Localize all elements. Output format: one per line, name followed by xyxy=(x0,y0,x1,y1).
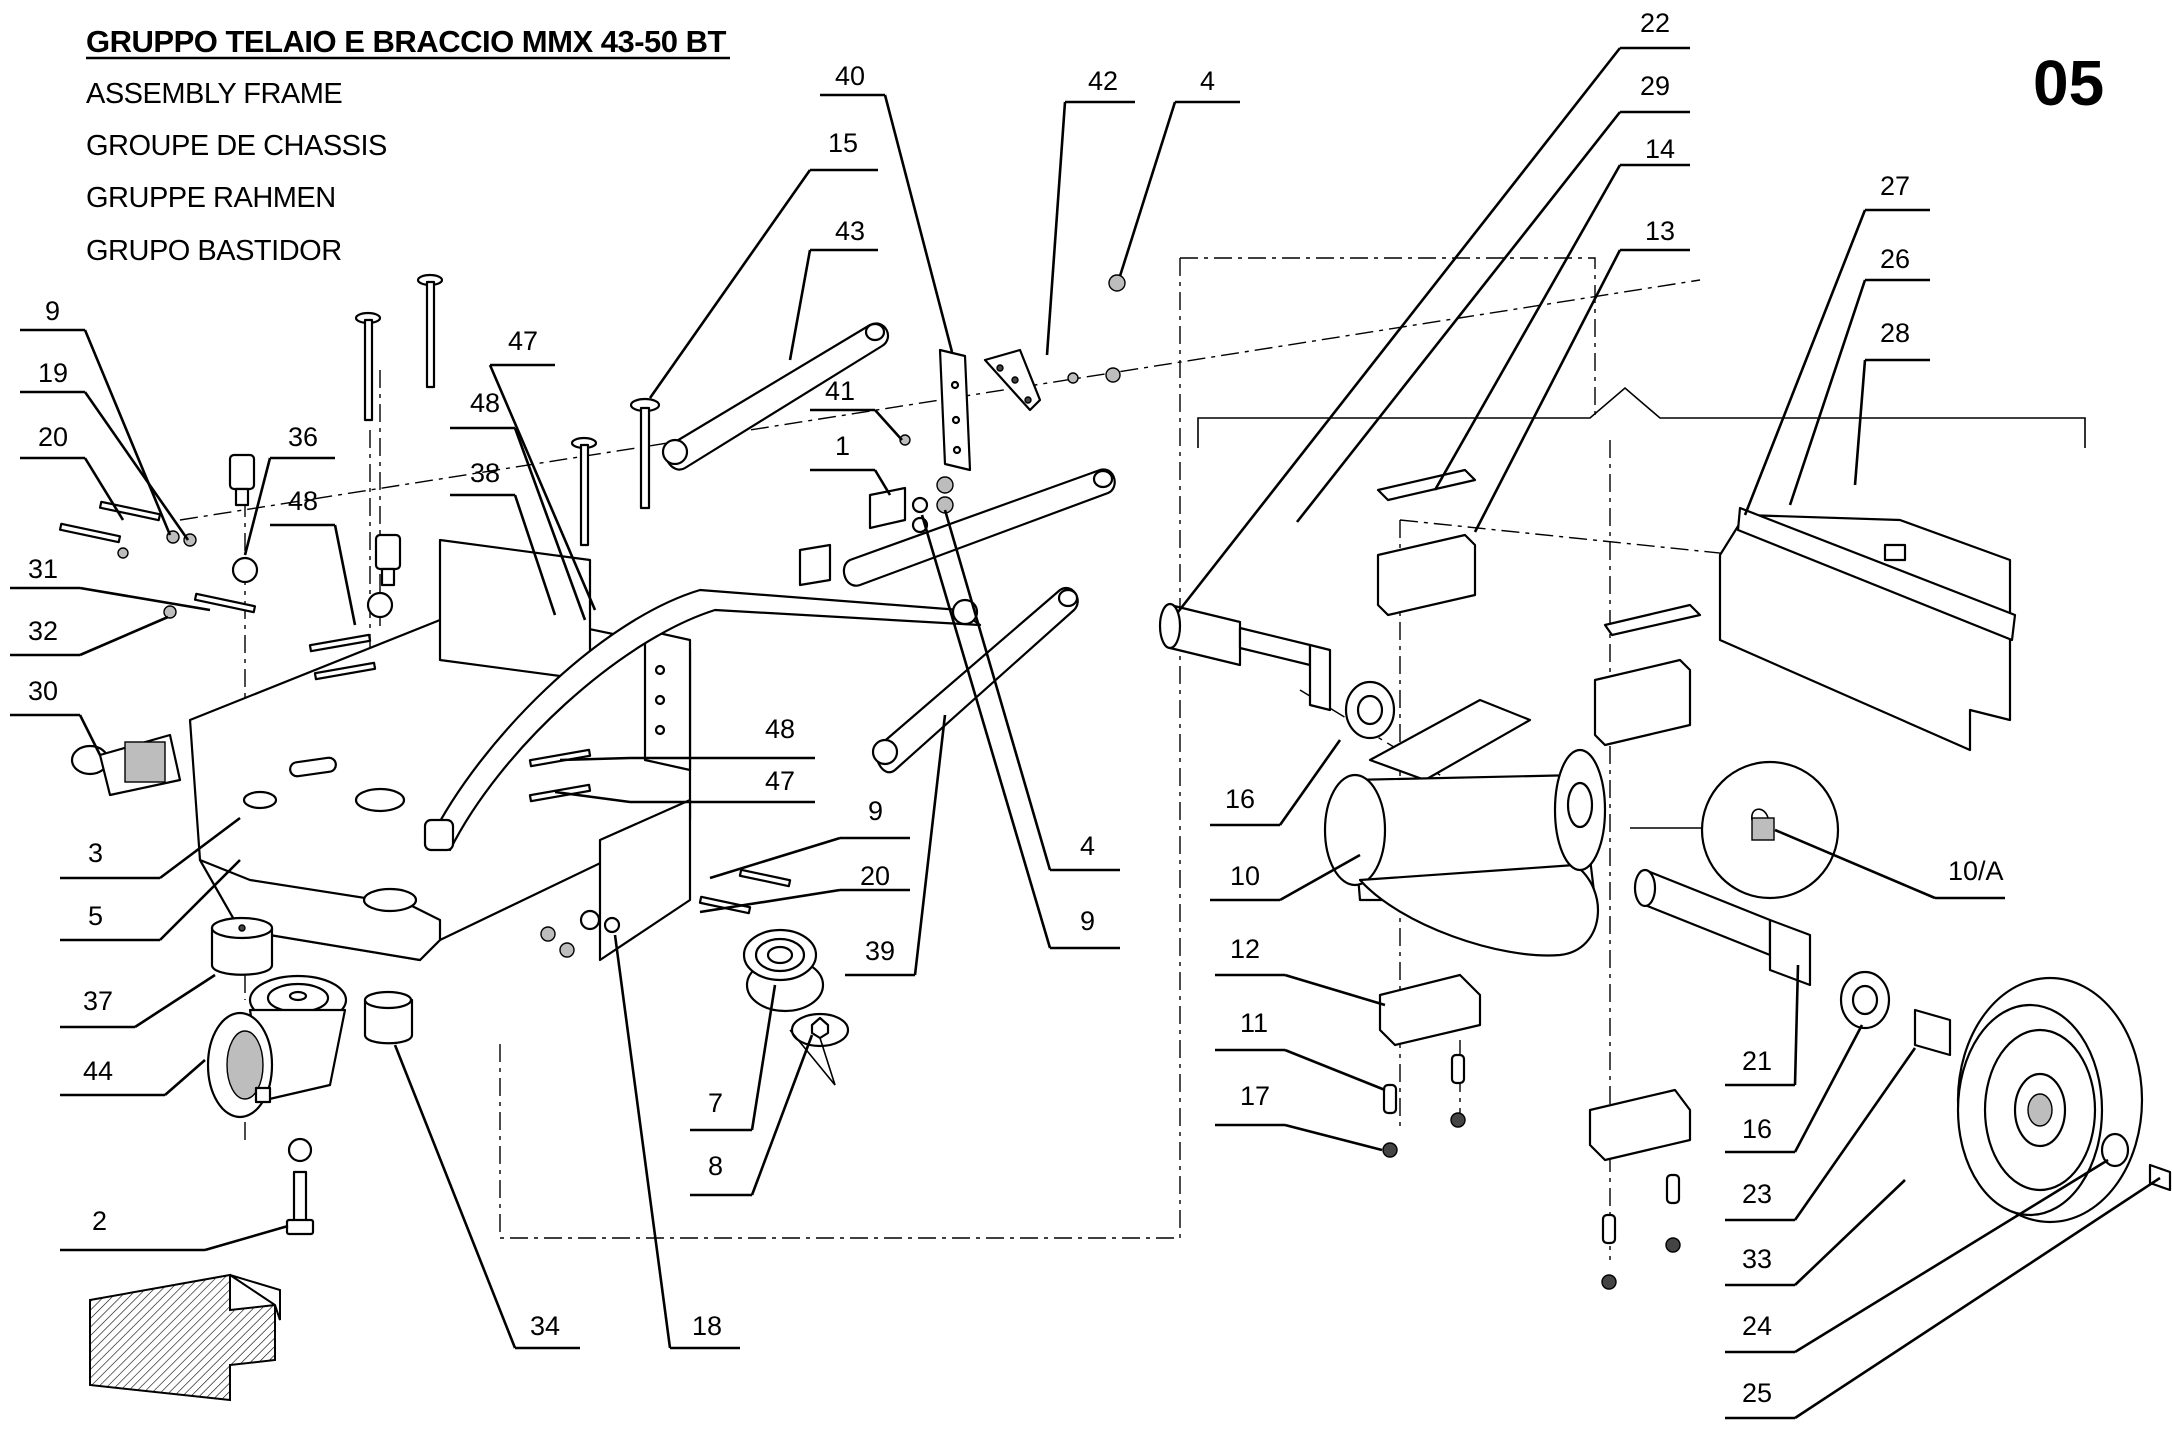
callout-label: 33 xyxy=(1742,1244,1772,1274)
callout-label: 4 xyxy=(1080,831,1095,861)
callout-label: 26 xyxy=(1880,244,1910,274)
callout-label: 17 xyxy=(1240,1081,1270,1111)
direction-arrow-icon xyxy=(89,1273,281,1402)
callout-label: 29 xyxy=(1640,71,1670,101)
lower-clamp xyxy=(1378,973,1692,1290)
limit-switch xyxy=(983,348,1042,412)
callout-label: 18 xyxy=(692,1311,722,1341)
callout-label: 10/A xyxy=(1948,856,2004,886)
chassis-frame xyxy=(188,538,692,962)
callout-label: 27 xyxy=(1880,171,1910,201)
callout-label: 32 xyxy=(28,616,58,646)
callout-label: 22 xyxy=(1640,8,1670,38)
callout-label: 21 xyxy=(1742,1046,1772,1076)
diagram-title: GRUPPO TELAIO E BRACCIO MMX 43-50 BT xyxy=(86,24,727,59)
arm-links xyxy=(661,322,1116,774)
socket-screws xyxy=(228,453,402,587)
callout-label: 13 xyxy=(1645,216,1675,246)
callout-label: 14 xyxy=(1645,134,1675,164)
cover-plate xyxy=(1718,506,2017,752)
hex-bolt xyxy=(285,1170,315,1236)
callout-label: 5 xyxy=(88,901,103,931)
callout-label: 30 xyxy=(28,676,58,706)
callout-label: 47 xyxy=(765,766,795,796)
callout-label: 9 xyxy=(1080,906,1095,936)
callout-label: 48 xyxy=(470,388,500,418)
drive-shaft-lower xyxy=(1633,868,1952,1057)
callout-label: 42 xyxy=(1088,66,1118,96)
callout-label: 20 xyxy=(38,422,68,452)
group-bracket xyxy=(1197,386,2086,448)
callout-label: 10 xyxy=(1230,861,1260,891)
callout-label: 9 xyxy=(45,296,60,326)
callout-label: 41 xyxy=(825,376,855,406)
callout-label: 39 xyxy=(865,936,895,966)
callout-label: 34 xyxy=(530,1311,560,1341)
block-1 xyxy=(798,486,907,587)
callout-label: 48 xyxy=(765,714,795,744)
callout-label: 44 xyxy=(83,1056,113,1086)
callout-label: 36 xyxy=(288,422,318,452)
handle-bar xyxy=(423,588,982,852)
rubber-buffers xyxy=(210,916,414,1045)
callout-label: 25 xyxy=(1742,1378,1772,1408)
callouts: 9 19 20 36 48 31 32 30 47 48 38 15 40 43… xyxy=(10,8,2161,1420)
upper-clamp xyxy=(1376,468,1702,747)
subtitle-en: ASSEMBLY FRAME xyxy=(86,78,342,110)
page-number: 05 xyxy=(2033,47,2104,119)
callout-label: 24 xyxy=(1742,1311,1772,1341)
drive-wheel xyxy=(1956,976,2172,1224)
callout-label: 8 xyxy=(708,1151,723,1181)
carriage-bolts xyxy=(354,273,661,547)
callout-label: 16 xyxy=(1742,1114,1772,1144)
drive-motor xyxy=(1323,698,1607,957)
callout-label: 4 xyxy=(1200,66,1215,96)
callout-label: 47 xyxy=(508,326,538,356)
callout-label: 19 xyxy=(38,358,68,388)
callout-label: 11 xyxy=(1240,1008,1268,1038)
detail-bubble xyxy=(1630,760,1840,900)
callout-label: 43 xyxy=(835,216,865,246)
callout-label: 40 xyxy=(835,61,865,91)
callout-label: 7 xyxy=(708,1088,723,1118)
callout-label: 12 xyxy=(1230,934,1260,964)
callout-label: 48 xyxy=(288,486,318,516)
callout-label: 16 xyxy=(1225,784,1255,814)
tow-wheel xyxy=(70,733,182,797)
callout-label: 23 xyxy=(1742,1179,1772,1209)
callout-label: 37 xyxy=(83,986,113,1016)
callout-label: 31 xyxy=(28,554,58,584)
callout-label: 3 xyxy=(88,838,103,868)
rubber-pad xyxy=(742,928,850,1086)
subtitle-de: GRUPPE RAHMEN xyxy=(86,182,336,214)
swivel-caster xyxy=(206,974,348,1119)
subtitle-fr: GROUPE DE CHASSIS xyxy=(86,130,387,162)
callout-label: 20 xyxy=(860,861,890,891)
drive-shaft-upper xyxy=(1158,602,1396,740)
callout-label: 28 xyxy=(1880,318,1910,348)
callout-label: 1 xyxy=(835,431,850,461)
callout-label: 2 xyxy=(92,1206,107,1236)
bracket-plate xyxy=(938,348,972,472)
subtitle-es: GRUPO BASTIDOR xyxy=(86,235,342,267)
callout-label: 15 xyxy=(828,128,858,158)
callout-label: 9 xyxy=(868,796,883,826)
callout-label: 38 xyxy=(470,458,500,488)
